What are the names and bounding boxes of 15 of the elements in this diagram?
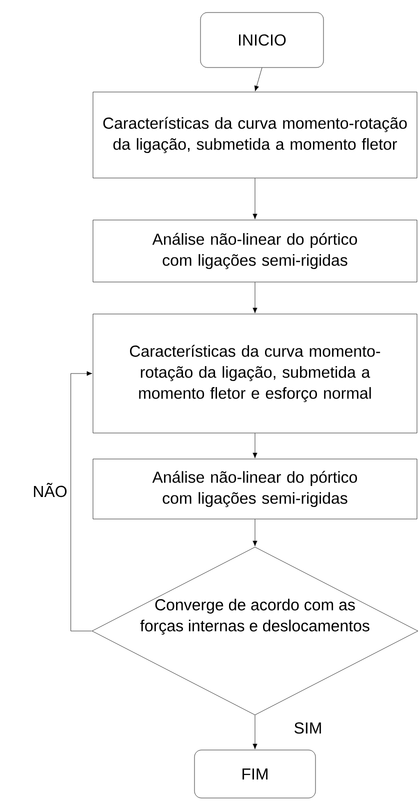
arrow [252,519,258,546]
edge-label: NÃO [32,482,68,498]
arrow [252,178,258,220]
arrow [252,433,258,458]
process-box: Características da curva momento-rotação da ligação, submetida a momento fletor [92,92,418,178]
terminal-box: INICIO [200,12,324,68]
arrow [70,371,92,632]
process-box: Análise não-linear do pórtico com ligações semi-rigidas [92,220,418,282]
terminal-box: FIM [194,750,316,798]
arrow [254,68,262,92]
process-box: Análise não-linear do pórtico com ligações semi-rigidas [92,458,418,520]
edge-label: SIM [292,721,324,735]
process-box: Características da curva momento-rotação da ligação, submetida a momento fletor e esforço normal [92,314,418,434]
arrow [252,715,258,750]
arrow [252,282,258,314]
